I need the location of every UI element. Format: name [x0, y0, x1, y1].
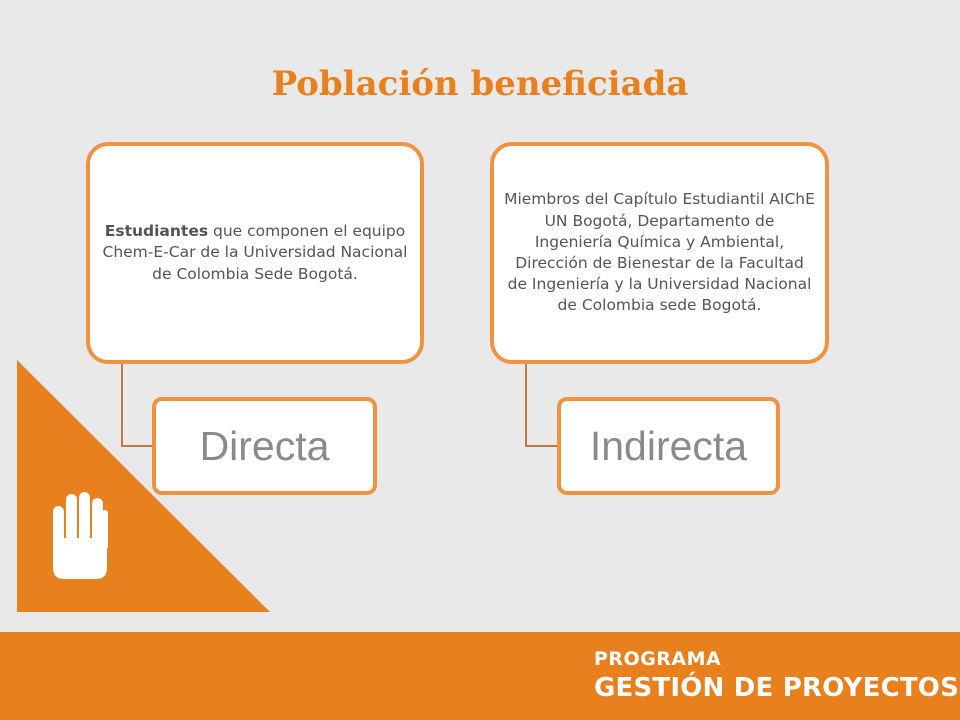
- directa-description-bold: Estudiantes: [104, 222, 209, 241]
- directa-description-rest: que componen el equipo Chem-E-Car de la …: [102, 222, 408, 283]
- directa-description-text: Estudiantes que componen el equipo Chem-…: [100, 221, 410, 285]
- connector-directa: [121, 362, 155, 447]
- indirecta-label-box: Indirecta: [557, 397, 780, 495]
- indirecta-description-text: Miembros del Capítulo Estudiantil AIChE …: [504, 190, 815, 315]
- program-logo: PROGRAMA GESTIÓN DE PROYECTOS: [594, 648, 960, 703]
- directa-label-box: Directa: [152, 397, 377, 495]
- brand-line-2: GESTIÓN DE PROYECTOS: [594, 673, 960, 703]
- directa-description-box: Estudiantes que componen el equipo Chem-…: [86, 142, 424, 364]
- raised-hand-icon: [53, 492, 108, 579]
- footer-bar: PROGRAMA GESTIÓN DE PROYECTOS: [0, 632, 960, 720]
- brand-line-1: PROGRAMA: [594, 648, 722, 670]
- slide-title: Población beneficiada: [271, 64, 689, 104]
- indirecta-description-box: Miembros del Capítulo Estudiantil AIChE …: [490, 142, 829, 364]
- connector-indirecta: [525, 362, 560, 447]
